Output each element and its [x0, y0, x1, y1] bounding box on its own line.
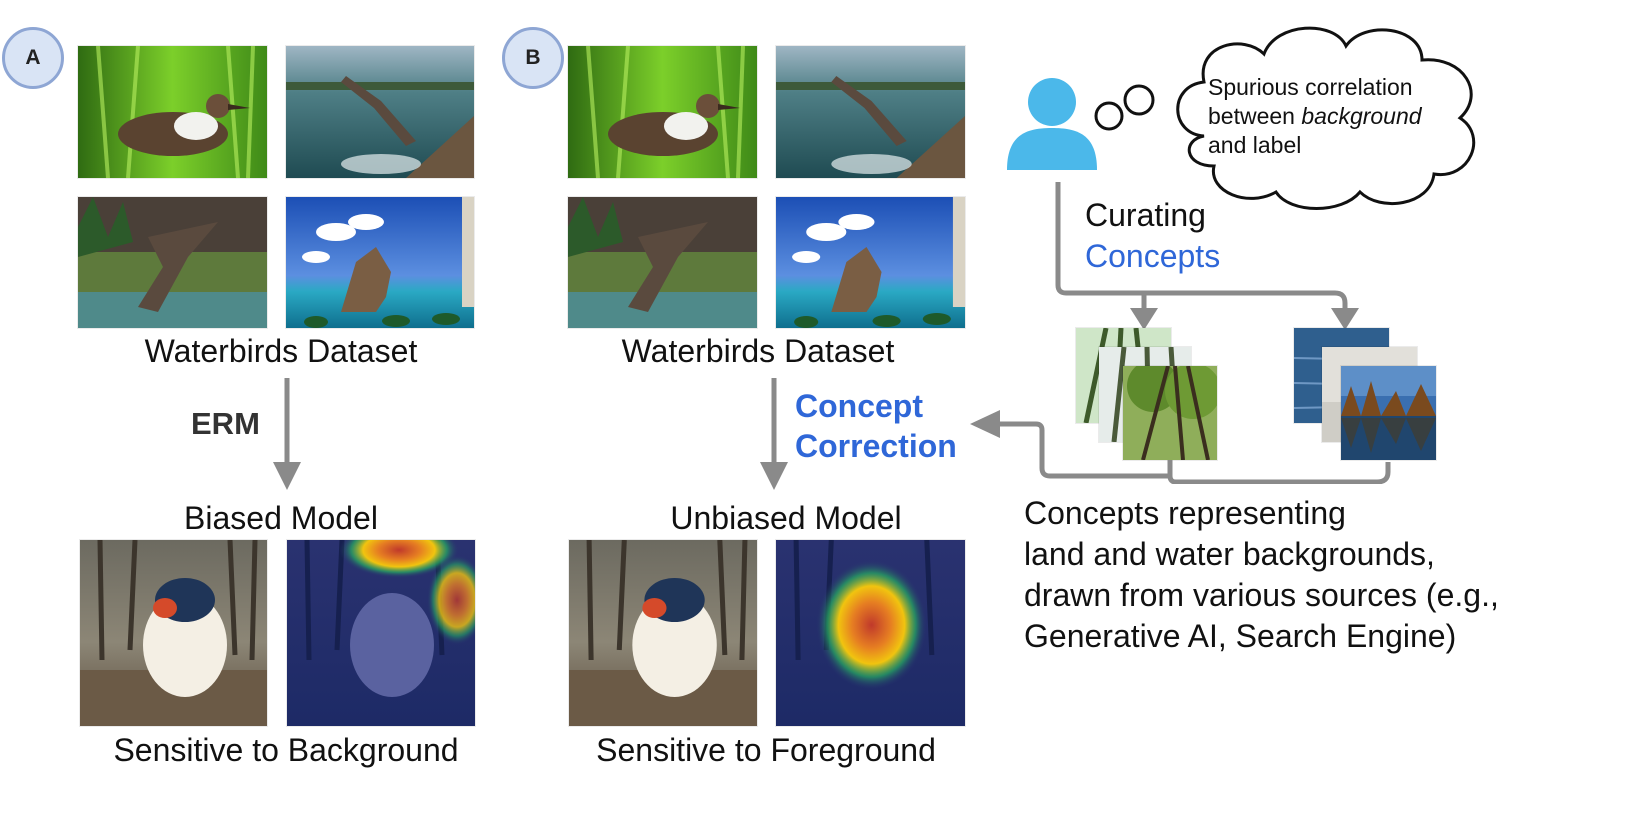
- waterbird-image-beach-b: [776, 197, 965, 328]
- unbiased-model-label: Unbiased Model: [670, 500, 902, 536]
- thought-cloud: [1176, 26, 1476, 210]
- sensitive-to-foreground-label: Sensitive to Foreground: [596, 732, 936, 768]
- sensitive-to-background-label: Sensitive to Background: [113, 732, 459, 768]
- panel-b-badge: B: [502, 27, 564, 89]
- erm-label: ERM: [191, 406, 260, 441]
- concepts-caption-line4: Generative AI, Search Engine): [1024, 618, 1457, 654]
- waterbird-image-sea: [286, 46, 474, 178]
- person-icon: [1007, 78, 1097, 170]
- curating-line2: Concepts: [1085, 238, 1221, 274]
- bird-image-forest-a: [80, 540, 267, 726]
- concept-correction-line2: Correction: [795, 428, 957, 464]
- concepts-caption-line3: drawn from various sources (e.g.,: [1024, 577, 1499, 613]
- panel-a-dataset-label: Waterbirds Dataset: [144, 333, 418, 369]
- panel-b-dataset-label: Waterbirds Dataset: [621, 333, 895, 369]
- concepts-caption: Concepts representing land and water bac…: [1024, 493, 1499, 657]
- thought-bubble-dots: [1094, 84, 1155, 131]
- panel-b-down-arrow: [760, 378, 788, 490]
- bird-heatmap-background-a: [287, 540, 475, 726]
- thought-line3: and label: [1208, 132, 1302, 158]
- thought-emphasis: background: [1301, 103, 1422, 129]
- waterbird-image-lake-b: [568, 197, 757, 328]
- concepts-to-correction-arrow: [970, 410, 1391, 484]
- waterbird-image-sea-b: [776, 46, 965, 178]
- thought-line2: between background: [1208, 102, 1422, 131]
- concepts-caption-line1: Concepts representing: [1024, 495, 1346, 531]
- curating-concepts-label: Curating Concepts: [1085, 195, 1220, 277]
- concept-correction-label: Concept Correction: [795, 386, 957, 466]
- thought-text: Spurious correlation between background …: [1208, 73, 1422, 160]
- waterbird-image-grass-b: [568, 46, 757, 178]
- waterbird-image-lake: [78, 197, 267, 328]
- curation-arrows: [1055, 182, 1359, 330]
- panel-b-letter: B: [525, 46, 541, 69]
- waterbird-image-grass: [78, 46, 267, 178]
- water-concept-image-3: [1341, 366, 1436, 460]
- waterbird-image-beach: [286, 197, 474, 328]
- land-concept-image-3: [1123, 366, 1217, 460]
- bird-image-forest-b: [569, 540, 757, 726]
- concepts-caption-line2: land and water backgrounds,: [1024, 536, 1435, 572]
- panel-a-down-arrow: [273, 378, 301, 490]
- thought-line2-prefix: between: [1208, 103, 1302, 129]
- panel-a-badge: A: [2, 27, 64, 89]
- bird-heatmap-foreground-b: [776, 540, 965, 726]
- curating-line1: Curating: [1085, 197, 1206, 233]
- biased-model-label: Biased Model: [184, 500, 378, 536]
- concept-correction-line1: Concept: [795, 388, 923, 424]
- thought-line1: Spurious correlation: [1208, 74, 1413, 100]
- panel-a-letter: A: [25, 46, 41, 69]
